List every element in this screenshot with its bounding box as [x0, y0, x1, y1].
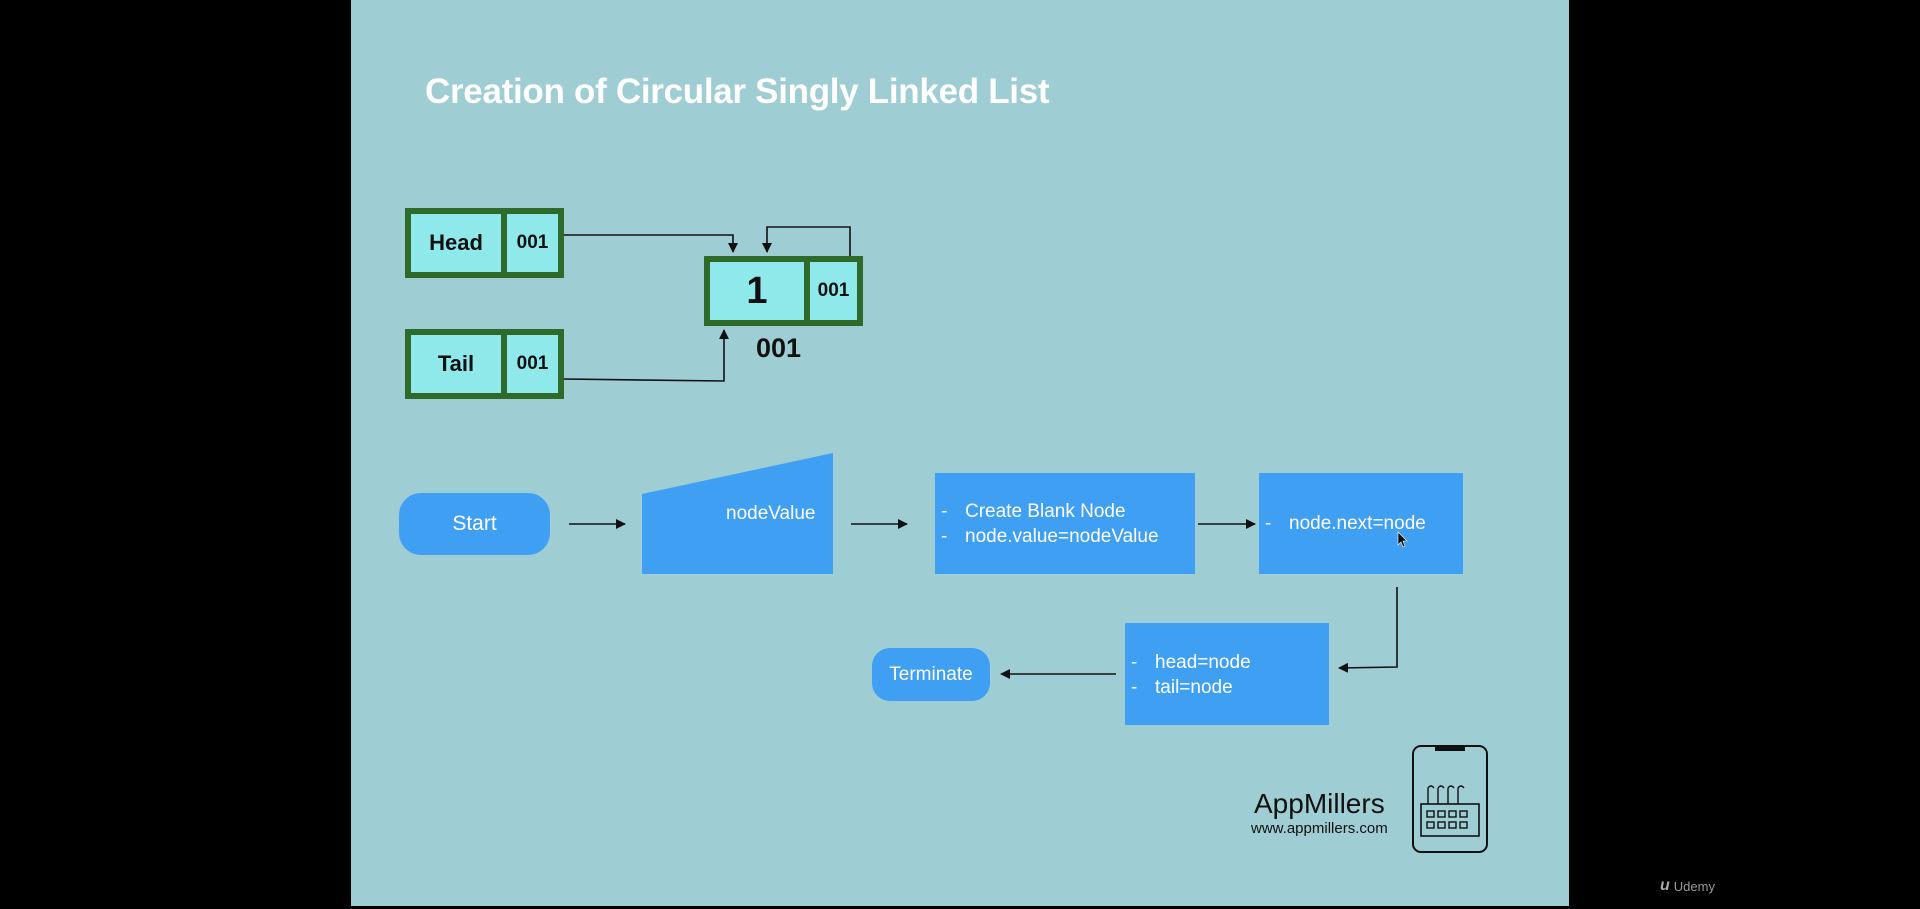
mouse-cursor-icon	[1397, 531, 1408, 548]
link-node-step: -node.next=node	[1259, 473, 1463, 574]
start-label: Start	[452, 512, 497, 535]
node-address-label: 001	[756, 333, 802, 363]
udemy-watermark: u Udemy	[1660, 877, 1715, 895]
terminate-label: Terminate	[889, 663, 973, 685]
udemy-label: Udemy	[1673, 878, 1715, 894]
create-node-step: -Create Blank Node -node.value=nodeValue	[935, 473, 1195, 574]
phone-factory-icon	[1412, 745, 1488, 853]
step2-line-1: -node.next=node	[1265, 513, 1426, 534]
head-pointer-arrow	[564, 234, 738, 253]
node-value: 1	[710, 262, 804, 320]
terminate-terminal: Terminate	[872, 648, 990, 701]
node-next-address: 001	[810, 262, 857, 320]
tail-reference: Tail 001	[405, 329, 564, 399]
slide: Creation of Circular Singly Linked List …	[351, 0, 1569, 906]
step1-line-2: -node.value=nodeValue	[941, 526, 1159, 547]
self-loop-arrow	[762, 226, 851, 256]
list-node: 1 001	[704, 256, 863, 326]
step3-line-2: -tail=node	[1131, 677, 1233, 698]
tail-address: 001	[507, 335, 558, 393]
udemy-logo-icon: u	[1660, 877, 1670, 894]
slide-title: Creation of Circular Singly Linked List	[425, 72, 1050, 111]
connector-arrows	[563, 226, 1408, 679]
link-to-assign-arrow	[1338, 587, 1398, 673]
assign-head-tail-step: -head=node -tail=node	[1125, 623, 1329, 725]
appmillers-branding: AppMillers www.appmillers.com	[1251, 788, 1388, 838]
tail-label: Tail	[411, 335, 501, 393]
step1-line-1: -Create Blank Node	[941, 501, 1126, 522]
input-label: nodeValue	[726, 503, 816, 524]
head-label: Head	[411, 214, 501, 272]
head-reference: Head 001	[405, 208, 564, 278]
head-address: 001	[507, 214, 558, 272]
tail-pointer-arrow	[563, 329, 729, 382]
step3-line-1: -head=node	[1131, 652, 1251, 673]
start-terminal: Start	[399, 493, 550, 555]
input-shape	[642, 453, 833, 574]
brand-name: AppMillers	[1254, 788, 1385, 819]
brand-url: www.appmillers.com	[1251, 820, 1388, 837]
